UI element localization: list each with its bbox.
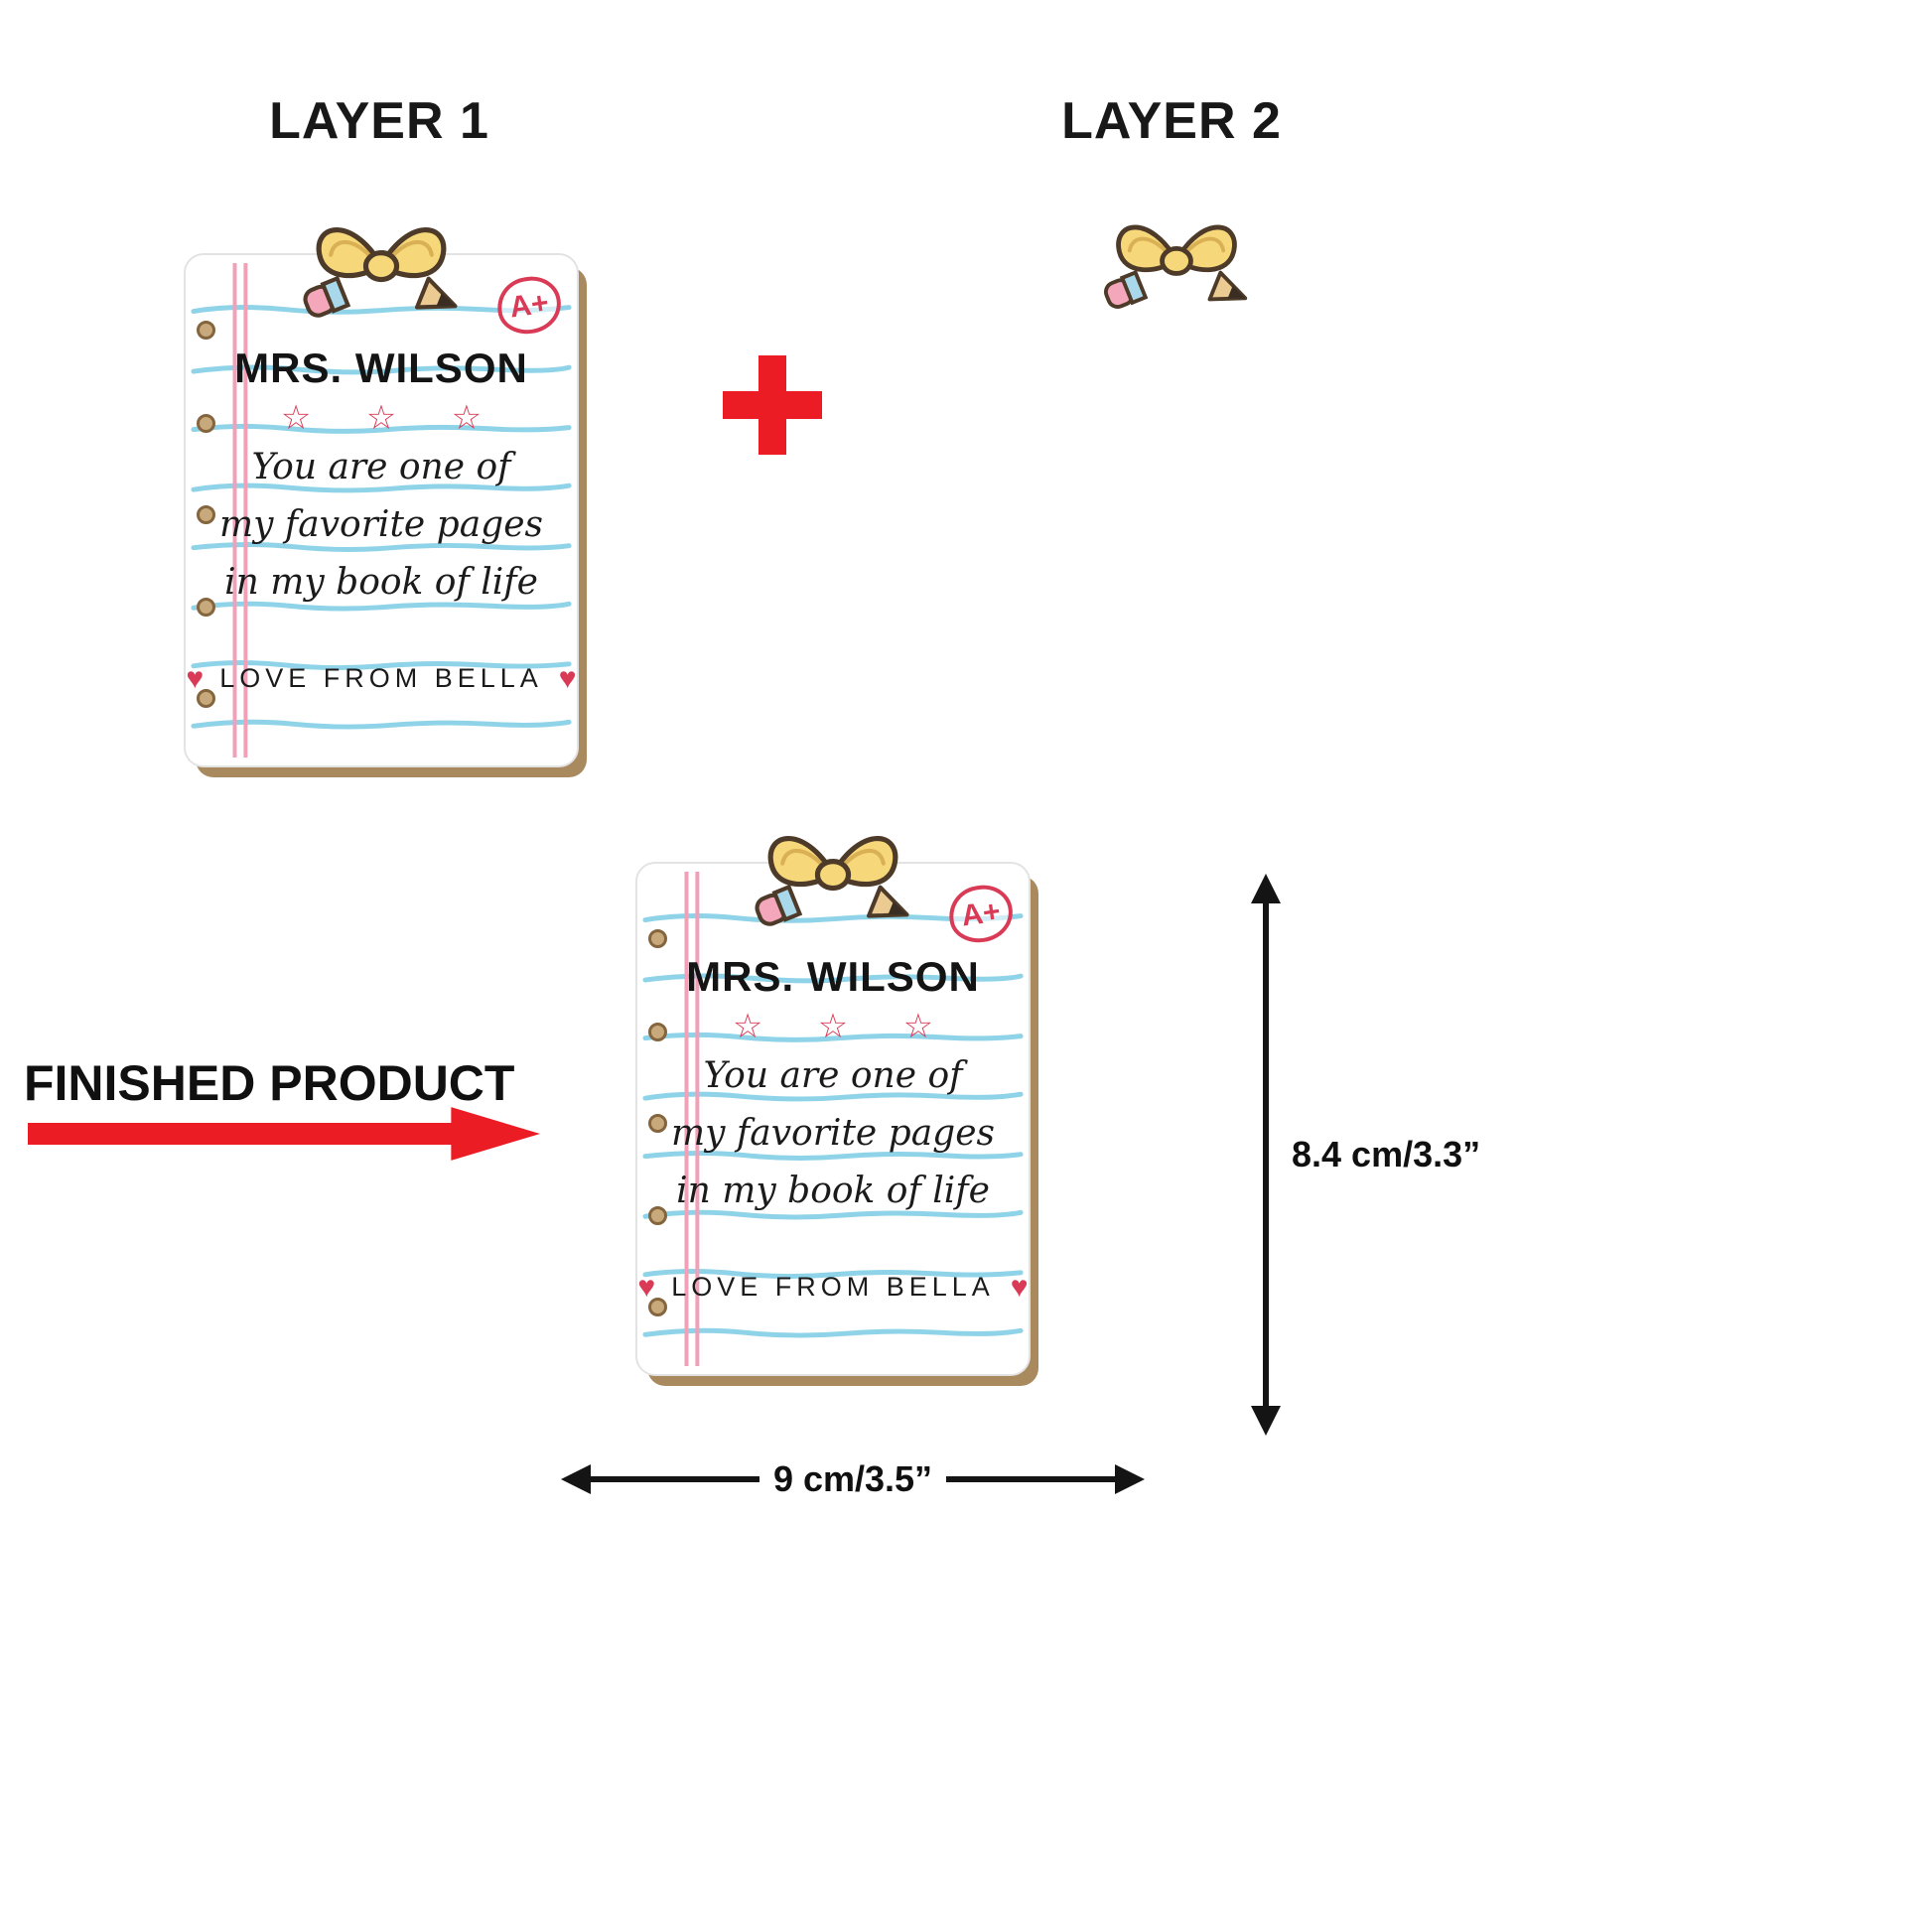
teacher-name: MRS. WILSON [234,345,528,391]
layer1-heading: LAYER 1 [269,92,489,150]
heart-icon: ♥ [1010,1270,1029,1304]
layer2-heading: LAYER 2 [1061,92,1282,150]
punch-hole [197,321,215,340]
punch-holes [186,255,577,765]
arrow-left-icon [561,1464,591,1494]
plus-icon [723,355,822,455]
finished-product-label: FINISHED PRODUCT [24,1055,515,1111]
punch-hole [197,414,215,433]
dimension-line-horizontal [946,1476,1116,1482]
card-content: MRS. WILSON ☆ ☆ ☆ You are one of my favo… [186,255,577,765]
punch-hole [648,1114,667,1133]
punch-hole [648,1023,667,1041]
punch-hole [648,1206,667,1225]
heart-icon: ♥ [637,1270,656,1304]
layer2-pencil-bow-icon [1098,207,1255,312]
punch-hole [197,598,215,617]
finished-product-arrow-icon [28,1107,541,1161]
signature-text: LOVE FROM BELLA [671,1272,995,1302]
signature-row: ♥ LOVE FROM BELLA ♥ [637,1272,1028,1303]
punch-hole [648,1298,667,1316]
message-line-1: You are one of [251,447,511,487]
stars-row: ☆ ☆ ☆ [732,1008,934,1045]
arrow-down-icon [1251,1406,1281,1436]
signature-row: ♥ LOVE FROM BELLA ♥ [186,663,576,694]
message-line-2: my favorite pages [671,1113,995,1154]
message-line-2: my favorite pages [219,504,543,545]
arrow-right-icon [1115,1464,1146,1494]
layer1-notepad-card: A+ MRS. WILSON ☆ ☆ ☆ You are one of my f… [184,253,579,767]
height-dimension-label: 8.4 cm/3.3” [1292,1134,1481,1174]
punch-hole [648,929,667,948]
dimension-line-vertical [1263,903,1269,1406]
teacher-name: MRS. WILSON [686,953,980,1000]
width-dimension: 9 cm/3.5” [561,1457,1146,1501]
message-line-3: in my book of life [676,1171,990,1211]
heart-icon: ♥ [558,661,577,695]
arrow-up-icon [1251,874,1281,903]
finished-notepad-card: A+ MRS. WILSON ☆ ☆ ☆ You are one of my f… [635,862,1031,1376]
punch-holes [637,864,1029,1374]
punch-hole [197,689,215,708]
stars-row: ☆ ☆ ☆ [280,399,483,437]
card-content: MRS. WILSON ☆ ☆ ☆ You are one of my favo… [637,864,1029,1374]
pencil-bow-icon [297,207,466,321]
width-dimension-label: 9 cm/3.5” [772,1458,933,1499]
heart-icon: ♥ [186,661,205,695]
dimension-line-horizontal [591,1476,759,1482]
signature-text: LOVE FROM BELLA [219,663,543,693]
message-line-1: You are one of [703,1055,963,1096]
message-line-3: in my book of life [224,562,538,603]
pencil-bow-icon [749,816,917,929]
height-dimension: 8.4 cm/3.3” [1250,874,1480,1436]
punch-hole [197,505,215,524]
